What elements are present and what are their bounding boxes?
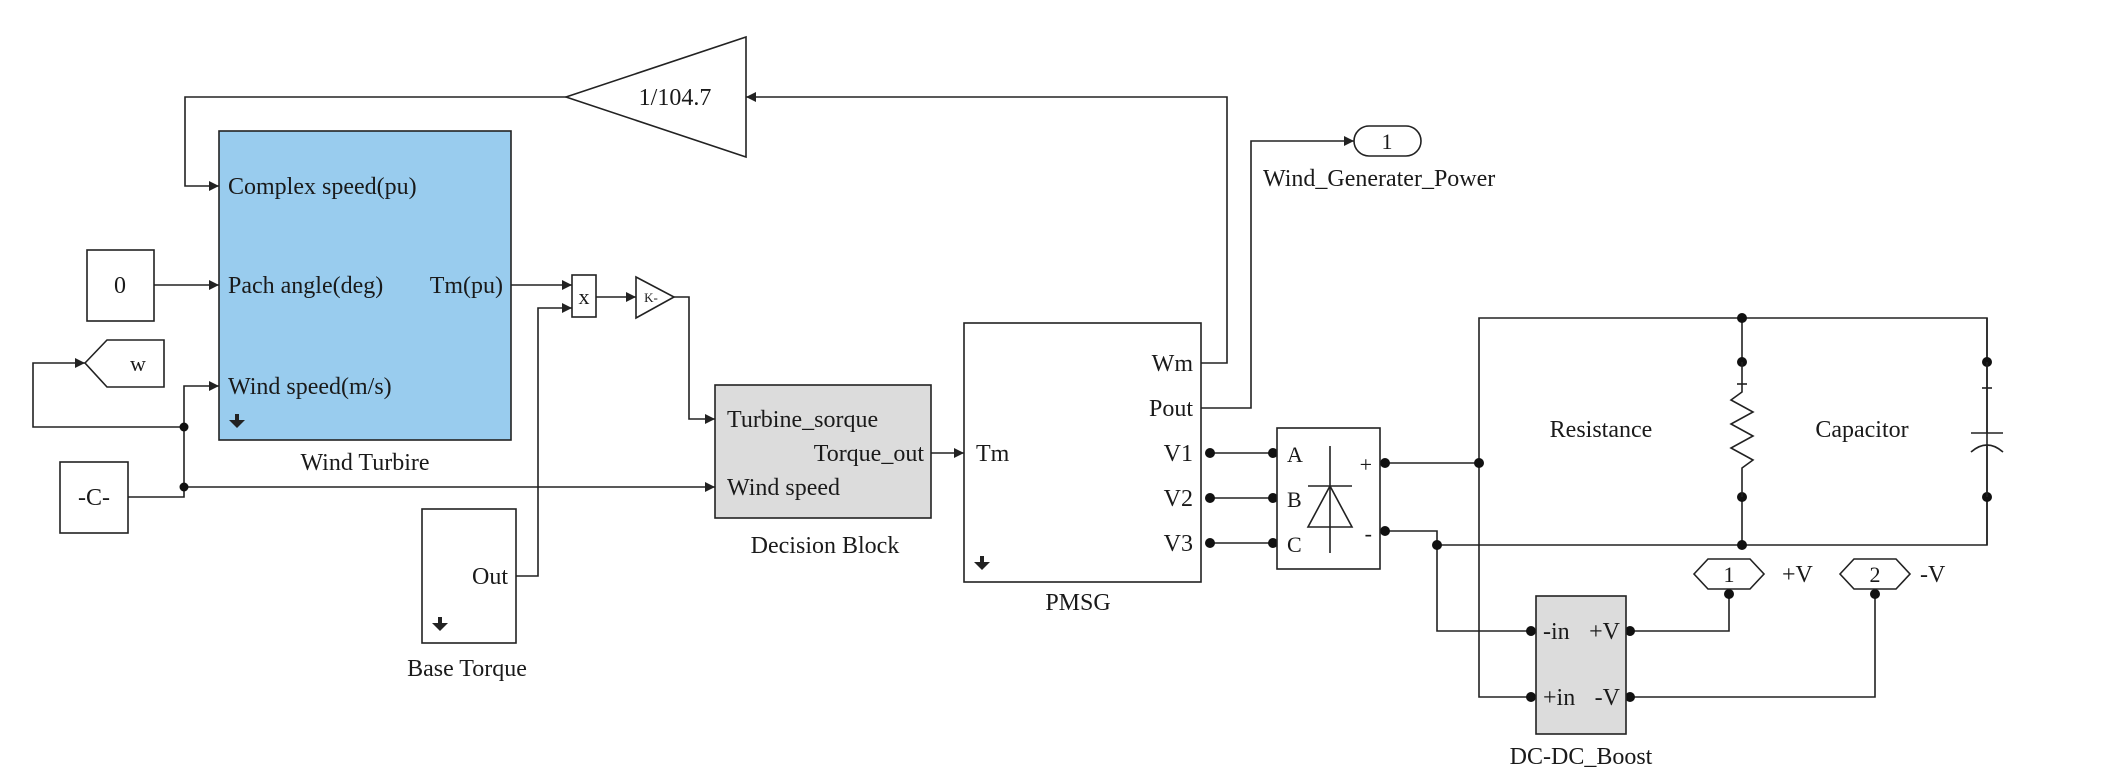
wire-pout-to-outport[interactable] <box>1201 136 1354 409</box>
wire-c-to-decision[interactable] <box>128 482 715 498</box>
rectifier-port-b: B <box>1287 487 1302 512</box>
dc-boost-port-minus-v: -V <box>1595 685 1621 711</box>
wind-turbine-block[interactable]: Complex speed(pu) Pach angle(deg) Wind s… <box>218 130 512 441</box>
base-torque-mask-arrow-icon <box>432 617 448 631</box>
capacitor-element[interactable] <box>1970 357 2004 502</box>
base-torque-block[interactable]: Out <box>421 508 517 644</box>
turbine-input-wind-speed: Wind speed(m/s) <box>228 374 392 400</box>
rectifier-block[interactable]: A B C + - <box>1276 427 1381 570</box>
decision-input-wind-speed: Wind speed <box>727 475 840 501</box>
wire-minus-to-boost[interactable] <box>1385 530 1531 632</box>
decision-output-torque: Torque_out <box>814 441 925 467</box>
outport-plus-v[interactable]: 1 <box>1692 558 1766 590</box>
wire-windspeed-to-turbine[interactable] <box>183 381 219 487</box>
pmsg-output-v1: V1 <box>1164 441 1193 467</box>
rectifier-port-a: A <box>1287 442 1303 467</box>
product-block[interactable]: x <box>571 274 597 318</box>
base-torque-port: Out <box>472 564 508 590</box>
pmsg-block[interactable]: Tm Wm Pout V1 V2 V3 <box>963 322 1202 583</box>
pmsg-output-v2: V2 <box>1164 486 1193 512</box>
wire-boost-pv[interactable] <box>1630 594 1730 632</box>
rectifier-plus: + <box>1360 452 1372 477</box>
outport-wind-power-number: 1 <box>1382 129 1393 154</box>
wind-turbine-body <box>218 130 512 441</box>
gain-value: 1/104.7 <box>639 85 712 111</box>
wind-turbine-caption: Wind Turbire <box>300 450 429 476</box>
pmsg-input-tm: Tm <box>976 441 1010 467</box>
pmsg-output-wm: Wm <box>1152 351 1194 377</box>
product-symbol: x <box>579 284 590 309</box>
capacitor-label: Capacitor <box>1815 417 1908 443</box>
dc-boost-block[interactable]: -in +V +in -V <box>1535 595 1627 735</box>
outport-minus-v-number: 2 <box>1870 562 1881 587</box>
wire-boost-nv[interactable] <box>1630 594 1876 698</box>
gain-block[interactable]: 1/104.7 <box>563 35 747 159</box>
outport-plus-v-label: +V <box>1782 562 1814 588</box>
resistor-icon <box>1729 362 1755 497</box>
decision-block[interactable]: Turbine_sorque Torque_out Wind speed <box>714 384 932 519</box>
dc-boost-caption: DC-DC_Boost <box>1510 744 1653 770</box>
decision-block-caption: Decision Block <box>751 533 900 559</box>
dc-boost-port-plus-v: +V <box>1589 619 1621 645</box>
turbine-output-tm: Tm(pu) <box>430 273 503 299</box>
outport-wind-power-label: Wind_Generater_Power <box>1263 166 1495 192</box>
decision-input-turbine-sorque: Turbine_sorque <box>727 407 878 433</box>
outport-minus-v[interactable]: 2 <box>1838 558 1912 590</box>
outport-minus-v-label: -V <box>1920 562 1946 588</box>
wire-wm-to-gain[interactable] <box>746 92 1228 364</box>
pmsg-mask-arrow-icon <box>974 556 990 570</box>
c-constant-value: -C- <box>78 485 110 511</box>
pitch-constant-block[interactable]: 0 <box>86 249 155 322</box>
rectifier-minus: - <box>1365 521 1372 546</box>
pitch-constant-value: 0 <box>114 273 126 299</box>
pmsg-caption: PMSG <box>1045 590 1110 616</box>
turbine-input-pitch-angle: Pach angle(deg) <box>228 273 383 299</box>
outport-wind-power[interactable]: 1 <box>1353 125 1422 157</box>
base-torque-caption: Base Torque <box>407 656 527 682</box>
c-constant-block[interactable]: -C- <box>59 461 129 534</box>
pmsg-output-pout: Pout <box>1149 396 1193 422</box>
wire-rc-to-boost-plusin[interactable] <box>1478 545 1531 698</box>
wire-basetorque-to-product[interactable] <box>516 303 572 577</box>
wind-goto-tag: w <box>130 351 146 376</box>
dc-boost-port-minus-in: -in <box>1543 619 1570 645</box>
outport-plus-v-number: 1 <box>1724 562 1735 587</box>
capacitor-icon <box>1970 362 2004 497</box>
k-gain-symbol: K- <box>644 290 658 305</box>
rectifier-port-c: C <box>1287 532 1302 557</box>
wind-goto-block[interactable]: w <box>83 339 165 388</box>
wire-gain-to-turbine[interactable] <box>184 96 566 191</box>
wire-kgain-to-decision[interactable] <box>674 296 715 424</box>
k-gain-block[interactable]: K- <box>635 275 676 320</box>
resistor-element[interactable] <box>1729 357 1755 502</box>
turbine-mask-arrow-icon <box>229 414 245 428</box>
dc-boost-port-plus-in: +in <box>1543 685 1575 711</box>
resistance-label: Resistance <box>1550 417 1653 443</box>
pmsg-output-v3: V3 <box>1164 531 1193 557</box>
diode-icon <box>1306 446 1354 553</box>
wire-goto-w[interactable] <box>32 358 184 428</box>
turbine-input-complex-speed: Complex speed(pu) <box>228 174 417 200</box>
